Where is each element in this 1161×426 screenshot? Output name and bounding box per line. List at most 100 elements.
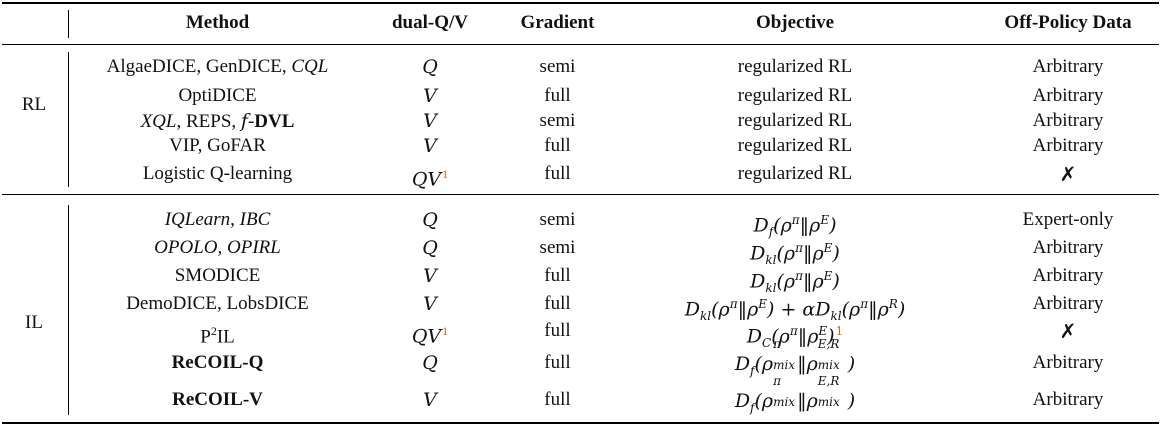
dual-cell: V xyxy=(423,110,437,132)
header-method: Method xyxy=(185,12,250,33)
objective-superscript: π xyxy=(789,324,798,338)
objective-superscript: E xyxy=(818,324,828,338)
objective-text: D xyxy=(734,353,751,375)
objective-cell: regularized RL xyxy=(737,110,853,131)
dual-cell: Q xyxy=(422,209,438,231)
offpolicy-cell: Arbitrary xyxy=(1032,352,1104,373)
objective-superscript: E,R xyxy=(817,374,840,388)
objective-text: D xyxy=(746,325,763,348)
group-label-il: IL xyxy=(25,312,43,333)
header-rule xyxy=(2,44,1159,45)
header-dual: dual-Q/V xyxy=(391,12,469,33)
objective-text: ) xyxy=(847,353,856,375)
objective-subscript: C xyxy=(762,336,772,351)
objective-text: ) xyxy=(832,242,840,265)
objective-subscript: mix xyxy=(773,395,796,409)
method-text-bold: DVL xyxy=(254,111,295,132)
method-cell: ReCOIL-Q xyxy=(171,352,264,373)
objective-text: ‖ρ xyxy=(802,242,824,265)
objective-superscript: π xyxy=(729,297,738,311)
objective-superscript: E xyxy=(823,241,833,255)
objective-text: (ρ xyxy=(711,298,730,321)
objective-cell: DC(ρπ‖ρE)1 xyxy=(615,318,975,350)
footnote-marker: 1 xyxy=(442,324,449,338)
offpolicy-cell: Arbitrary xyxy=(1032,265,1104,286)
dual-cell: QV1 xyxy=(360,318,500,348)
objective-superscript: π xyxy=(773,337,781,351)
offpolicy-cell: Arbitrary xyxy=(1032,85,1104,106)
objective-text: ‖ρ xyxy=(799,214,821,237)
objective-text: (ρ xyxy=(776,242,796,265)
objective-superscript: E,R xyxy=(817,337,840,351)
header-objective: Objective xyxy=(755,12,835,33)
rl-vertical-separator xyxy=(68,52,69,187)
method-cell: XQL, REPS, f-DVL xyxy=(75,108,360,134)
method-cell: SMODICE xyxy=(174,265,261,286)
gradient-cell: full xyxy=(544,352,571,373)
offpolicy-cell: Arbitrary xyxy=(1032,56,1104,77)
objective-subscript: mix xyxy=(817,395,840,409)
method-cell: VIP, GoFAR xyxy=(169,135,266,156)
objective-cell: regularized RL xyxy=(737,85,853,106)
method-cell: IQLearn, IBC xyxy=(164,209,271,230)
objective-superscript: π xyxy=(860,297,869,311)
objective-subscript: f xyxy=(768,225,774,240)
footnote-marker: 1 xyxy=(442,167,449,181)
offpolicy-cell: Arbitrary xyxy=(1032,293,1104,314)
gradient-cell: semi xyxy=(539,209,576,230)
method-cell: Logistic Q-learning xyxy=(142,163,293,184)
dual-cell: QV1 xyxy=(360,161,500,190)
footnote-marker: 1 xyxy=(835,324,844,338)
gradient-cell: semi xyxy=(539,237,576,258)
objective-cell: Df(ρπ‖ρE) xyxy=(615,207,975,239)
objective-text: (ρ xyxy=(773,214,792,237)
gradient-cell: full xyxy=(544,389,571,410)
method-cell: ReCOIL-V xyxy=(172,389,263,410)
offpolicy-cell: Expert-only xyxy=(1022,209,1114,230)
objective-text: ‖ρ xyxy=(797,353,818,375)
method-text-math: f xyxy=(240,110,248,132)
dual-cell: V xyxy=(423,85,437,107)
offpolicy-cell: Arbitrary xyxy=(1032,237,1104,258)
dual-text: QV xyxy=(411,325,442,348)
objective-subscript: mix xyxy=(773,358,796,372)
bottom-rule xyxy=(2,422,1159,424)
objective-subscript: f xyxy=(750,363,755,378)
method-text: AlgaeDICE, GenDICE, xyxy=(106,56,292,77)
objective-subscript: f xyxy=(750,400,755,415)
objective-cell: regularized RL xyxy=(737,135,853,156)
objective-supsub: E,R mix xyxy=(817,338,848,372)
gradient-cell: full xyxy=(544,293,571,314)
objective-superscript: π xyxy=(795,269,803,283)
objective-superscript: E xyxy=(820,213,830,227)
method-cell: OPOLO, OPIRL xyxy=(154,237,281,258)
method-text: IL xyxy=(216,326,235,348)
objective-subscript: kl xyxy=(765,253,777,268)
objective-cell: Dkl(ρπ‖ρE) xyxy=(615,263,975,295)
dual-cell: Q xyxy=(422,56,438,78)
method-text-italic: CQL xyxy=(291,56,329,77)
objective-supsub: E,R mix xyxy=(817,375,848,409)
objective-text: ‖ρ xyxy=(797,325,819,348)
objective-subscript: kl xyxy=(830,309,842,324)
gradient-cell: full xyxy=(544,163,571,184)
objective-text: ‖ρ xyxy=(868,298,889,321)
group-label-rl: RL xyxy=(21,94,47,115)
objective-superscript: π xyxy=(791,213,800,227)
objective-cell: Dkl(ρπ‖ρE) xyxy=(615,235,975,267)
header-vertical-separator xyxy=(68,10,69,38)
objective-text: (ρ xyxy=(776,270,796,293)
objective-superscript: E xyxy=(758,297,768,311)
objective-subscript: mix xyxy=(817,358,840,372)
offpolicy-cell: Arbitrary xyxy=(1032,135,1104,156)
gradient-cell: full xyxy=(544,85,571,106)
offpolicy-cell: Arbitrary xyxy=(1032,389,1104,410)
objective-text: ) + αD xyxy=(767,298,831,321)
dual-cell: Q xyxy=(422,352,438,374)
objective-text: ) xyxy=(847,390,856,412)
header-group xyxy=(0,10,68,36)
objective-text: (ρ xyxy=(754,390,774,412)
objective-superscript: E xyxy=(823,269,833,283)
method-cell: DemoDICE, LobsDICE xyxy=(126,293,309,314)
